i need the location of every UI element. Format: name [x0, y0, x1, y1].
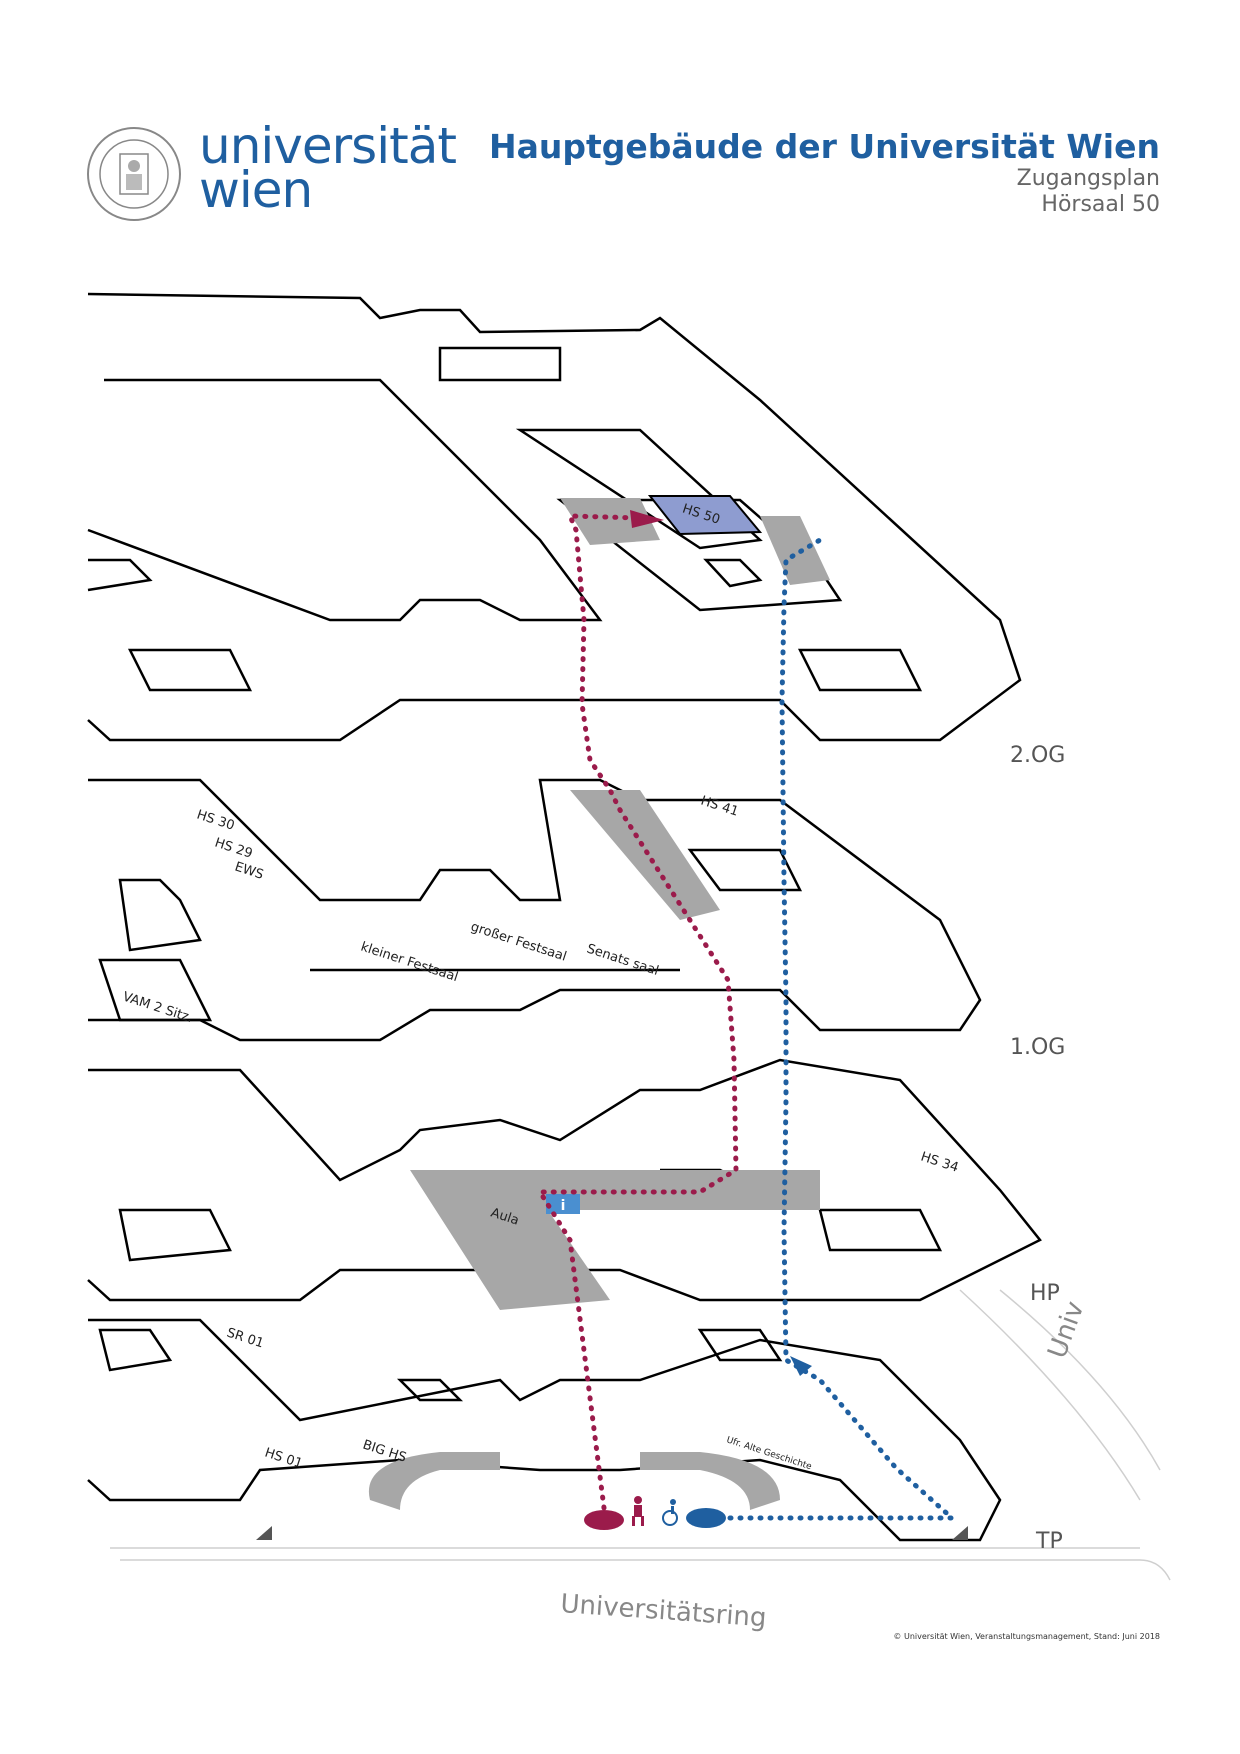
- room-label-kleiner-festsaal: kleiner Festsaal: [359, 940, 460, 986]
- red-start-marker-icon: [584, 1510, 624, 1530]
- copyright-note: © Universität Wien, Veranstaltungsmanage…: [893, 1632, 1160, 1641]
- entrance-left-icon: [256, 1526, 272, 1540]
- room-label-hs29: HS 29: [213, 836, 254, 862]
- page-title: Hauptgebäude der Universität Wien: [488, 127, 1160, 166]
- floor-1og-outline: [88, 778, 982, 1042]
- brand-line-1: universität: [199, 117, 457, 175]
- university-logo: universität wien: [84, 117, 484, 224]
- street-label-univ: Univ: [1042, 1298, 1090, 1363]
- room-label-grosser-festsaal: großer Festsaal: [469, 920, 569, 965]
- brand-wordmark: universität wien: [199, 117, 457, 219]
- hs50-room-highlight: [647, 495, 763, 536]
- title-block: Hauptgebäude der Universität Wien Zugang…: [489, 128, 1160, 218]
- floor-label-2og: 2.OG: [1010, 743, 1065, 768]
- circulation-areas: [368, 498, 830, 1510]
- floor-tp-outline: [87, 1318, 1002, 1542]
- red-arrow-icon: [630, 510, 664, 528]
- street-outline: [110, 1289, 1171, 1581]
- floor-label-tp: TP: [1035, 1529, 1063, 1554]
- room-label-hs41: HS 41: [699, 794, 740, 820]
- seal-icon: [87, 127, 181, 221]
- page-subtitle-1: Zugangsplan: [1016, 166, 1160, 191]
- wheelchair-icon: [662, 1499, 678, 1526]
- route-red-stairs: [535, 513, 739, 1511]
- floor-label-1og: 1.OG: [1010, 1035, 1065, 1060]
- blue-start-marker-icon: [686, 1508, 726, 1528]
- blue-arrow-icon: [790, 1356, 812, 1376]
- street-label-ring: Universitätsring: [560, 1589, 768, 1633]
- room-label-senatssaal: Senats saal: [585, 942, 661, 979]
- room-label-hs34: HS 34: [919, 1150, 960, 1176]
- svg-text:i: i: [561, 1198, 566, 1214]
- room-label-ews: EWS: [233, 860, 266, 883]
- floor-2og-outline: [87, 292, 1022, 742]
- room-label-sr01: SR 01: [225, 1326, 266, 1352]
- entrance-right-icon: [952, 1526, 968, 1540]
- brand-line-2: wien: [199, 161, 313, 219]
- info-icon: i: [546, 1194, 580, 1214]
- route-blue-lift: [687, 537, 959, 1521]
- page-subtitle-2: Hörsaal 50: [1041, 192, 1160, 217]
- floor-label-hp: HP: [1030, 1281, 1060, 1306]
- pedestrian-icon: [632, 1496, 644, 1526]
